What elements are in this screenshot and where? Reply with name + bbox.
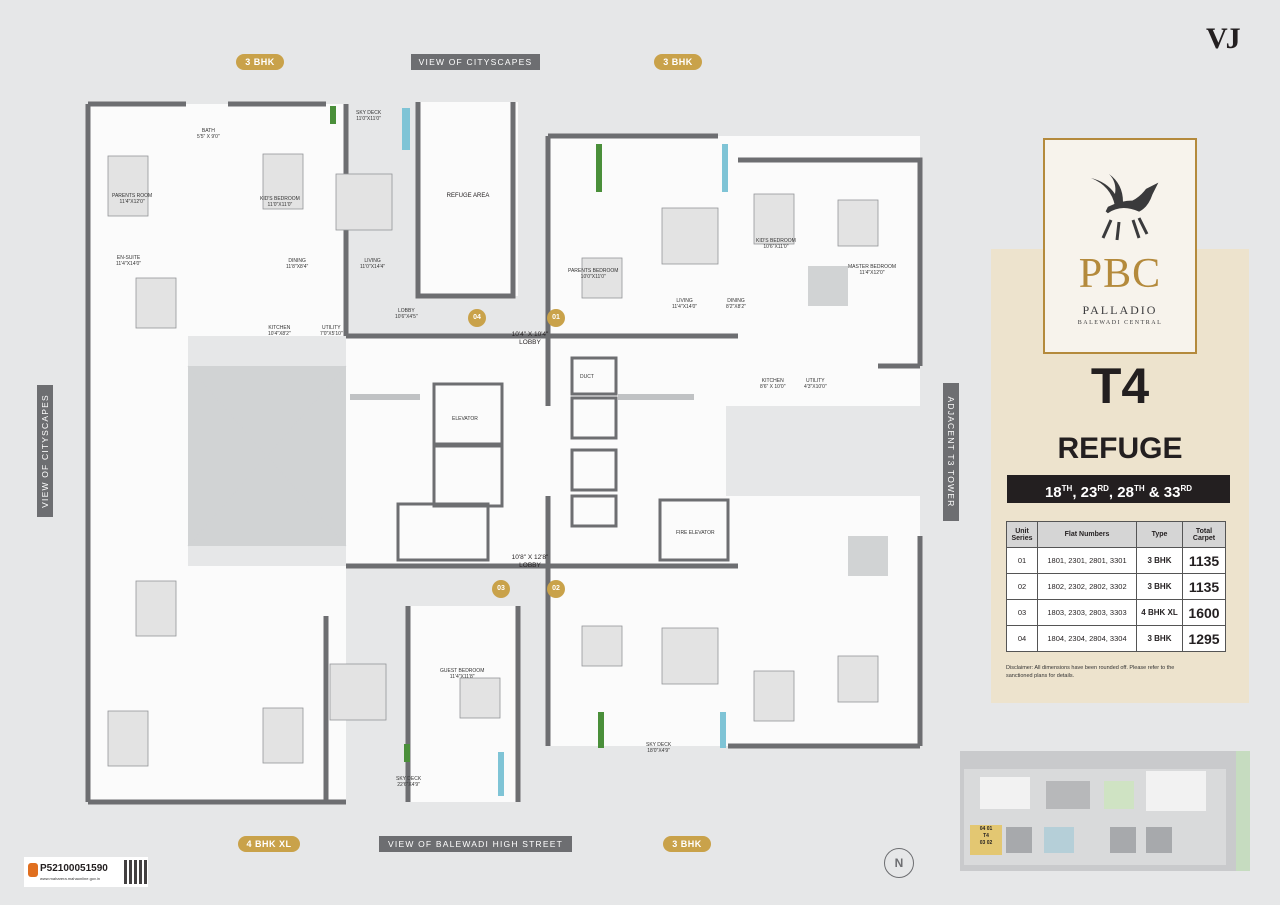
unit-badge-03: 03 (492, 580, 510, 598)
key-plan-block (1146, 771, 1206, 811)
unit-badge-01: 01 (547, 309, 565, 327)
unit-table: Unit Series Flat Numbers Type Total Carp… (1006, 521, 1226, 652)
carpet-cell: 1135 (1182, 573, 1226, 600)
table-row: 03 1803, 2303, 2803, 3303 4 BHK XL 1600 (1006, 599, 1226, 626)
key-plan-block (1046, 781, 1090, 809)
disclaimer: Disclaimer: All dimensions have been rou… (1006, 665, 1175, 679)
flat-numbers-cell: 1804, 2304, 2804, 3304 (1037, 625, 1137, 652)
lobby-top-label: 10'4" X 10'4"LOBBY (511, 331, 549, 346)
carpet-cell: 1600 (1182, 599, 1226, 626)
table-header: Type (1136, 521, 1183, 548)
table-header: Unit Series (1006, 521, 1038, 548)
unit-badge-02: 02 (547, 580, 565, 598)
compass-icon: N (884, 848, 914, 878)
view-tag-right: ADJACENT T3 TOWER (943, 383, 959, 521)
type-cell: 3 BHK (1136, 573, 1183, 600)
key-plan-tower (1006, 827, 1032, 853)
view-tag-left: VIEW OF CITYSCAPES (37, 385, 53, 517)
type-cell: 4 BHK XL (1136, 599, 1183, 626)
unit-series-cell: 04 (1006, 625, 1038, 652)
flat-numbers-cell: 1803, 2303, 2803, 3303 (1037, 599, 1137, 626)
rera-number: P52100051590 (40, 863, 108, 874)
carpet-cell: 1135 (1182, 547, 1226, 574)
tower-subtitle: REFUGE (1057, 432, 1183, 465)
view-tag-top: VIEW OF CITYSCAPES (411, 54, 540, 70)
logo-line1: PALLADIO (1082, 303, 1158, 317)
unit-series-cell: 03 (1006, 599, 1038, 626)
pegasus-icon (1091, 174, 1159, 241)
unit-type-tag-bottom-right: 3 BHK (663, 836, 711, 852)
floor-plan (85, 101, 923, 805)
unit-type-tag-bottom-left: 4 BHK XL (238, 836, 300, 852)
table-header: Flat Numbers (1037, 521, 1137, 548)
key-plan-tower (1044, 827, 1074, 853)
flat-numbers-cell: 1801, 2301, 2801, 3301 (1037, 547, 1137, 574)
logo-name: PBC (1078, 251, 1162, 297)
rera-emblem-icon (28, 863, 38, 877)
lobby-bottom-label: 10'8" X 12'8"LOBBY (511, 554, 549, 569)
unit-series-cell: 01 (1006, 547, 1038, 574)
key-plan-tower (1110, 827, 1136, 853)
room-label: DUCT (580, 374, 594, 380)
unit-badge-04: 04 (468, 309, 486, 327)
rera-url: www.maharera.mahaonline.gov.in (40, 876, 100, 881)
project-logo: PBC PALLADIO BALEWADI CENTRAL (1043, 138, 1197, 354)
type-cell: 3 BHK (1136, 625, 1183, 652)
key-plan-green (1236, 751, 1250, 871)
flat-numbers-cell: 1802, 2302, 2802, 3302 (1037, 573, 1137, 600)
qr-code-icon (124, 860, 148, 884)
unit-type-tag-top-right: 3 BHK (654, 54, 702, 70)
rera-box: P52100051590 www.maharera.mahaonline.gov… (24, 857, 148, 887)
room-label: ELEVATOR (452, 416, 478, 422)
key-plan-block (1104, 781, 1134, 809)
unit-type-tag-top-left: 3 BHK (236, 54, 284, 70)
table-header: Total Carpet (1182, 521, 1226, 548)
type-cell: 3 BHK (1136, 547, 1183, 574)
floors-banner: 18TH, 23RD, 28TH & 33RD (1007, 475, 1230, 503)
table-header-row: Unit Series Flat Numbers Type Total Carp… (1006, 521, 1226, 548)
view-tag-bottom: VIEW OF BALEWADI HIGH STREET (379, 836, 572, 852)
table-row: 04 1804, 2304, 2804, 3304 3 BHK 1295 (1006, 625, 1226, 652)
unit-series-cell: 02 (1006, 573, 1038, 600)
refuge-area-label: REFUGE AREA (446, 193, 490, 199)
carpet-cell: 1295 (1182, 625, 1226, 652)
table-row: 01 1801, 2301, 2801, 3301 3 BHK 1135 (1006, 547, 1226, 574)
table-row: 02 1802, 2302, 2802, 3302 3 BHK 1135 (1006, 573, 1226, 600)
logo-line2: BALEWADI CENTRAL (1077, 320, 1163, 326)
key-plan-block (980, 777, 1030, 809)
tower-name: T4 (1090, 358, 1150, 414)
key-plan-tower (1146, 827, 1172, 853)
vj-logo: VJ (1206, 22, 1241, 55)
room-label: FIRE ELEVATOR (676, 530, 715, 536)
